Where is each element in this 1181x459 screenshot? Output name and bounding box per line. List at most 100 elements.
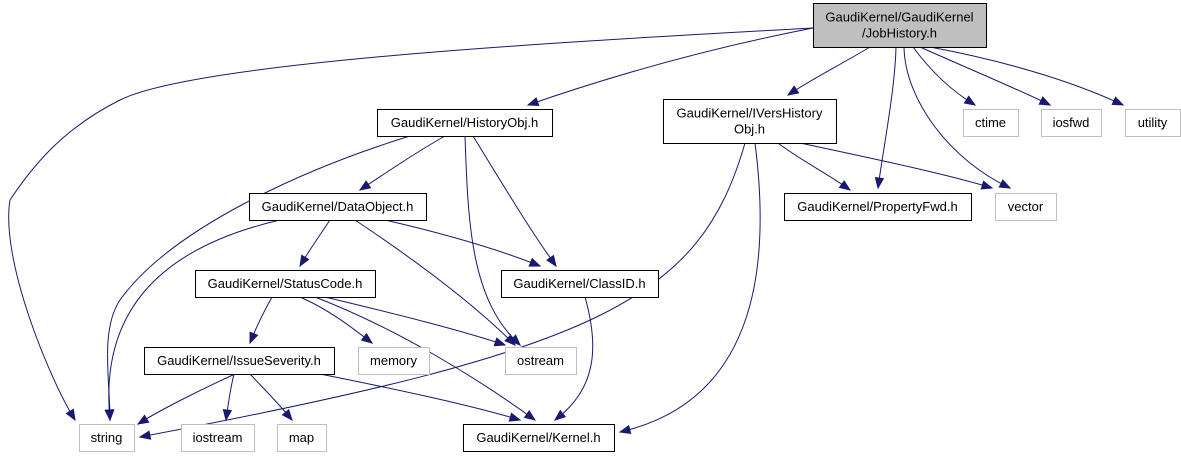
edge-line <box>139 142 746 438</box>
edge-arrowhead <box>509 334 521 346</box>
node-box <box>377 109 553 137</box>
edge-arrowhead <box>360 332 374 344</box>
edge-dataobject-classid <box>384 219 542 267</box>
edge-arrowhead <box>786 85 800 96</box>
node-root[interactable]: GaudiKernel/GaudiKernel/JobHistory.h <box>813 3 987 48</box>
edges-layer <box>8 27 1125 440</box>
edge-line <box>354 219 516 346</box>
node-box <box>195 270 376 298</box>
edge-arrowhead <box>358 180 372 191</box>
node-label: string <box>91 430 123 445</box>
node-label: utility <box>1138 115 1168 130</box>
edge-issueseverity-map <box>249 373 293 422</box>
edge-root-iosfwd <box>919 46 1052 106</box>
node-label: Obj.h <box>734 122 765 137</box>
edge-statuscode-issueseverity <box>249 296 273 345</box>
edge-root-ctime <box>912 46 977 106</box>
edge-arrowhead <box>553 409 567 421</box>
edge-root-iversh <box>786 46 871 96</box>
edge-arrowhead <box>222 408 233 422</box>
node-label: GaudiKernel/HistoryObj.h <box>391 115 538 130</box>
edge-line <box>799 142 993 189</box>
edge-arrowhead <box>1111 96 1125 106</box>
node-box <box>501 270 659 298</box>
edge-arrowhead <box>963 95 977 106</box>
edge-iversh-propertyfwd <box>777 142 852 191</box>
node-label: GaudiKernel/DataObject.h <box>262 199 414 214</box>
edge-line <box>8 27 814 421</box>
edge-line <box>527 27 814 106</box>
node-box <box>784 193 972 221</box>
edge-iversh-kernel <box>618 142 761 435</box>
edge-arrowhead <box>980 180 994 190</box>
edge-issueseverity-iostream <box>222 373 235 422</box>
edge-arrowhead <box>528 257 542 267</box>
node-memory: memory <box>358 347 430 375</box>
node-label: GaudiKernel/IssueSeverity.h <box>157 353 321 368</box>
edge-arrowhead <box>281 408 293 422</box>
node-iosfwd: iosfwd <box>1041 109 1102 137</box>
node-historyobj[interactable]: GaudiKernel/HistoryObj.h <box>377 109 553 137</box>
edge-arrowhead <box>138 430 152 440</box>
edge-line <box>787 46 871 96</box>
node-dataobject[interactable]: GaudiKernel/DataObject.h <box>249 193 427 221</box>
edge-line <box>554 296 594 421</box>
node-string: string <box>79 424 135 452</box>
node-iostream: iostream <box>181 424 255 452</box>
edge-line <box>108 219 281 421</box>
edge-root-string <box>8 27 814 422</box>
node-kernel[interactable]: GaudiKernel/Kernel.h <box>463 424 615 452</box>
node-propertyfwd[interactable]: GaudiKernel/PropertyFwd.h <box>784 193 972 221</box>
node-statuscode[interactable]: GaudiKernel/StatusCode.h <box>195 270 376 298</box>
nodes-layer: GaudiKernel/GaudiKernel/JobHistory.hGaud… <box>79 3 1181 452</box>
node-box <box>813 3 987 48</box>
node-box <box>463 424 615 452</box>
edge-issueseverity-kernel <box>319 373 522 422</box>
edge-dataobject-ostream <box>354 219 516 346</box>
node-label: GaudiKernel/ClassID.h <box>513 276 645 291</box>
edge-arrowhead <box>508 412 522 422</box>
edge-line <box>777 142 851 191</box>
node-box <box>277 424 327 452</box>
node-label: GaudiKernel/GaudiKernel <box>825 10 973 25</box>
edge-arrowhead <box>104 409 114 422</box>
node-box <box>1041 109 1102 137</box>
edge-arrowhead <box>65 408 76 422</box>
edge-arrowhead <box>546 254 557 268</box>
edge-historyobj-ostream <box>464 135 521 346</box>
node-box <box>358 347 430 375</box>
node-label: vector <box>1008 199 1044 214</box>
node-label: ctime <box>975 115 1006 130</box>
edge-line <box>919 46 1051 106</box>
node-label: GaudiKernel/PropertyFwd.h <box>797 199 957 214</box>
edge-arrowhead <box>1038 96 1052 106</box>
node-issueseverity[interactable]: GaudiKernel/IssueSeverity.h <box>144 347 335 375</box>
edge-line <box>107 135 411 421</box>
edge-statuscode-kernel <box>314 296 537 421</box>
node-label: GaudiKernel/StatusCode.h <box>208 276 363 291</box>
node-ostream: ostream <box>505 347 577 375</box>
node-label: GaudiKernel/Kernel.h <box>476 430 600 445</box>
edge-line <box>314 296 536 421</box>
edge-historyobj-classid <box>472 135 557 268</box>
node-classid[interactable]: GaudiKernel/ClassID.h <box>501 270 659 298</box>
edge-issueseverity-string <box>136 373 236 425</box>
edge-arrowhead <box>998 179 1012 189</box>
node-box <box>963 109 1019 137</box>
node-box <box>249 193 427 221</box>
edge-line <box>137 373 236 425</box>
edge-arrowhead <box>493 337 507 347</box>
node-box <box>144 347 335 375</box>
edge-statuscode-ostream <box>324 296 507 347</box>
node-label: /JobHistory.h <box>862 26 937 41</box>
node-label: iostream <box>193 430 243 445</box>
node-box <box>79 424 135 452</box>
node-label: memory <box>370 353 417 368</box>
edge-dataobject-string <box>104 219 281 422</box>
edge-line <box>903 46 1011 189</box>
edge-arrowhead <box>618 424 632 435</box>
edge-line <box>912 46 976 106</box>
edge-line <box>464 135 521 346</box>
